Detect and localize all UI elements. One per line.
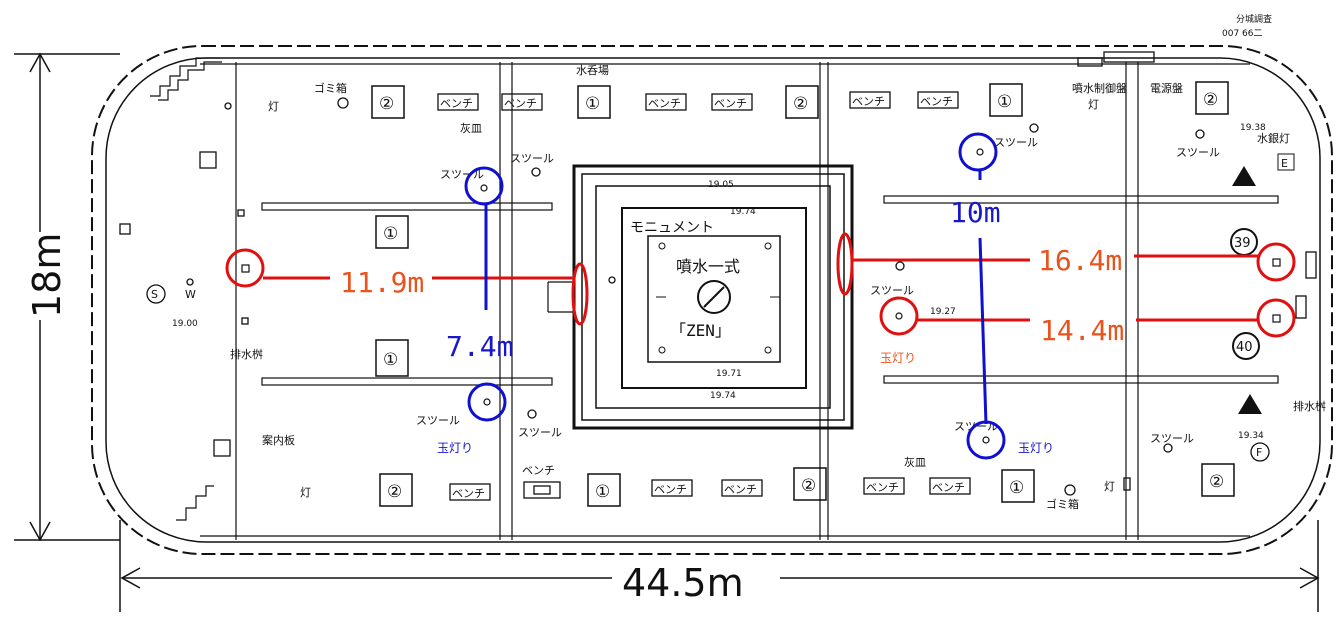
red-label-16-4m: 16.4m [1038, 244, 1122, 277]
blue-label-10m: 10m [950, 196, 1001, 229]
ashtray-label-1: 灰皿 [460, 121, 482, 135]
planter-10: ② [801, 476, 816, 496]
planter-12: ② [1209, 472, 1224, 492]
monument-structure [547, 164, 854, 430]
monument-title: モニュメント [630, 220, 714, 236]
water-tap-label: 水呑場 [576, 64, 609, 77]
north-triangle-1 [1232, 166, 1256, 186]
water-light-label: 水銀灯 [1257, 131, 1290, 145]
tamaakari-blue-right: 玉灯り [1018, 441, 1054, 455]
ashtray-label-2: 灰皿 [904, 455, 926, 469]
paving-grid [200, 62, 1279, 540]
stool-label-9: スツール [1150, 432, 1194, 445]
elev-right-top: 19.38 [1240, 123, 1266, 133]
red-annotation-targets [241, 258, 1281, 323]
elev-right-mid: 19.27 [930, 307, 956, 317]
red-label-14-4m: 14.4m [1040, 314, 1124, 347]
bench-label-6: ベンチ [920, 95, 953, 108]
red-annotations [225, 232, 1296, 338]
sign-s: S [151, 288, 158, 301]
stool-label-5: スツール [870, 284, 914, 297]
monument-elev-inner-top: 19.74 [730, 207, 756, 217]
benches [437, 91, 971, 501]
stool-label-7: スツール [518, 426, 562, 439]
bench-label-1: ベンチ [440, 97, 473, 110]
elev-left: 19.00 [172, 319, 198, 329]
width-dimension-label: 44.5m [622, 561, 744, 605]
bench-label-11: ベンチ [866, 481, 899, 494]
header-line-1: 分城調査 [1236, 13, 1272, 25]
tamaakari-red: 玉灯り [880, 351, 916, 365]
planter-7: ① [383, 350, 398, 370]
monument-name: 「ZEN」 [670, 321, 731, 340]
site-outline [91, 45, 1333, 555]
elev-right-bottom: 19.34 [1238, 431, 1264, 441]
header-line-2: 007 66二 [1222, 29, 1263, 39]
planter-3: ② [793, 94, 808, 114]
power-panel-label: 電源盤 [1150, 81, 1183, 95]
drain-label-left: 排水桝 [230, 347, 263, 361]
planter-1: ② [379, 94, 394, 114]
trash-label-2: ゴミ箱 [1046, 497, 1079, 511]
north-triangle-2 [1238, 394, 1262, 414]
stool-label-1: スツール [510, 152, 554, 165]
planter-2: ① [585, 94, 600, 114]
light-label-1: 灯 [268, 100, 279, 113]
trash-label-1: ゴミ箱 [314, 81, 347, 95]
height-dimension-label: 18m [25, 233, 69, 318]
tamaakari-blue-left: 玉灯り [437, 441, 473, 455]
bench-label-5: ベンチ [852, 95, 885, 108]
steps-top-left [150, 57, 222, 521]
stool-label-4: スツール [1176, 146, 1220, 159]
bench-label-4: ベンチ [714, 97, 747, 110]
blue-annotations [464, 132, 998, 425]
bench-label-3: ベンチ [648, 97, 681, 110]
stool-label-6: スツール [416, 414, 460, 427]
light-label-4: 灯 [1104, 480, 1115, 493]
fountain-label: 噴水一式 [676, 257, 740, 276]
fountain-control-label: 噴水制御盤 [1072, 81, 1127, 95]
planter-8: ② [387, 482, 402, 502]
blue-circle-bottom-right [966, 420, 1006, 460]
bench-label-9: ベンチ [654, 483, 687, 496]
planter-4: ① [997, 92, 1012, 112]
monument-elev-inner-bottom: 19.71 [716, 369, 742, 379]
planter-11: ① [1009, 478, 1024, 498]
marker-39: 39 [1234, 236, 1251, 251]
sign-w: W [185, 288, 196, 301]
blue-annotation-targets [480, 148, 990, 444]
light-label-3: 灯 [1088, 98, 1099, 111]
bench-label-2: ベンチ [504, 97, 537, 110]
marker-40: 40 [1236, 340, 1253, 355]
bench-label-10: ベンチ [724, 483, 757, 496]
stool-label-3: スツール [994, 136, 1038, 149]
planters [371, 81, 1235, 507]
bench-label-8: ベンチ [522, 464, 555, 477]
signboard-label: 案内板 [262, 433, 295, 447]
bench-label-7: ベンチ [452, 487, 485, 500]
sign-f: F [1256, 446, 1262, 459]
monument-elev-top: 19.05 [708, 180, 734, 190]
monument-elev-bottom: 19.74 [710, 391, 736, 401]
bench-label-12: ベンチ [932, 481, 965, 494]
planter-5: ② [1203, 90, 1218, 110]
drain-label: 排水桝 [1293, 399, 1326, 413]
small-fixtures [119, 51, 1317, 496]
sign-e: E [1281, 157, 1288, 170]
planter-6: ① [383, 224, 398, 244]
light-label-2: 灯 [300, 486, 311, 499]
blue-label-7-4m: 7.4m [446, 330, 513, 363]
red-label-11-9m: 11.9m [340, 266, 424, 299]
planter-9: ① [595, 482, 610, 502]
